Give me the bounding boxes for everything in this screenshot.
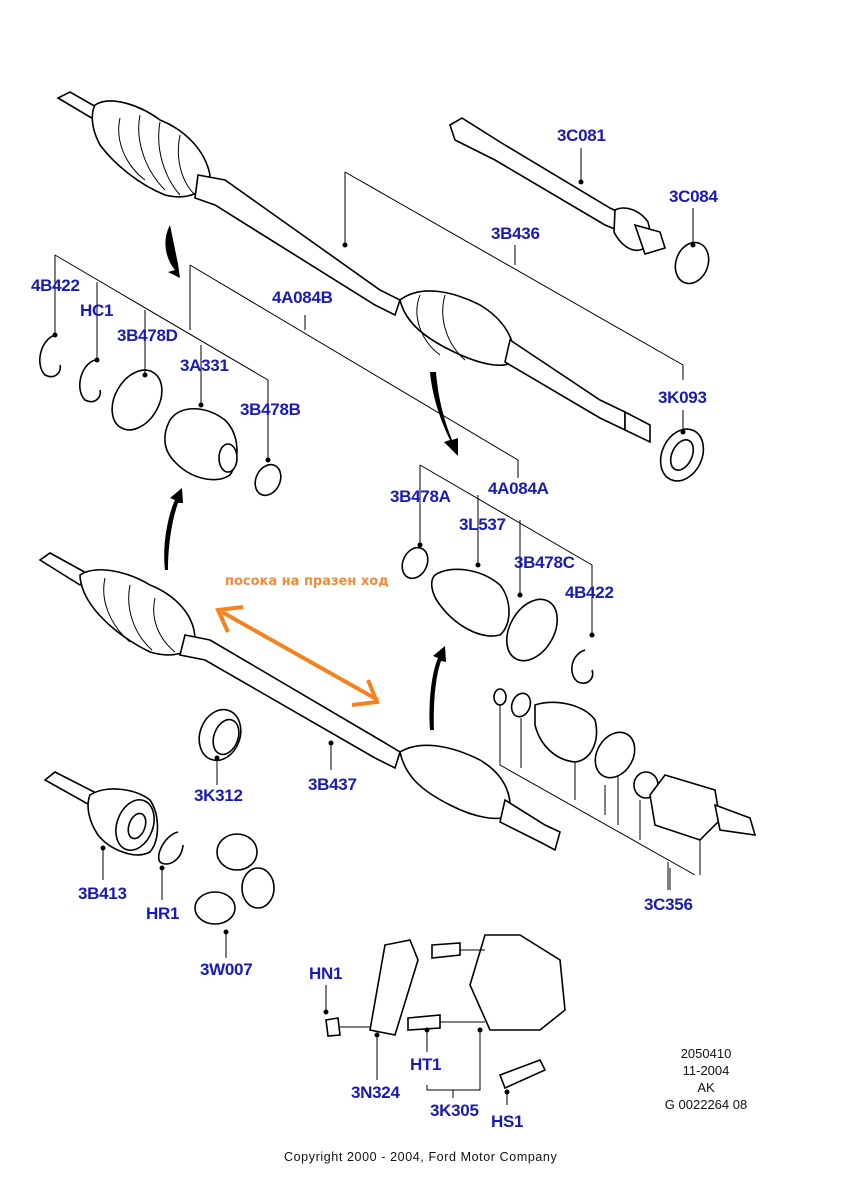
part-label-HN1[interactable]: HN1 (309, 964, 343, 983)
part-label-3B413[interactable]: 3B413 (78, 884, 127, 903)
part-label-3C356[interactable]: 3C356 (644, 895, 693, 914)
left-boot-kit-parts (39, 334, 282, 497)
part-label-3B478A[interactable]: 3B478A (390, 487, 451, 506)
copyright-notice: Copyright 2000 - 2004, Ford Motor Compan… (284, 1150, 558, 1164)
arrow-down-icon (165, 225, 180, 278)
seal-3K093 (659, 428, 705, 482)
cv-joint-3B413 (43, 771, 159, 856)
part-label-4A084A[interactable]: 4A084A (488, 479, 549, 498)
part-label-4B422[interactable]: 4B422 (31, 276, 80, 295)
intermediate-shaft-3C081 (449, 117, 667, 255)
right-boot-kit-parts (401, 546, 594, 684)
circlip-3C084 (674, 241, 710, 285)
drawing-reference: G 0022264 08 (664, 1097, 748, 1112)
part-label-HT1[interactable]: HT1 (410, 1055, 442, 1074)
part-label-3C081[interactable]: 3C081 (557, 126, 606, 145)
part-label-3B478B[interactable]: 3B478B (240, 400, 301, 419)
arrow-up-icon (429, 646, 446, 730)
part-label-3W007[interactable]: 3W007 (200, 960, 253, 979)
part-label-3K312[interactable]: 3K312 (194, 786, 243, 805)
part-label-HS1[interactable]: HS1 (491, 1112, 524, 1131)
part-label-3C084[interactable]: 3C084 (669, 187, 718, 206)
part-label-HC1[interactable]: HC1 (80, 301, 114, 320)
bearing-bracket-3K305 (325, 934, 566, 1090)
drawing-code: AK (697, 1080, 715, 1095)
arrow-up-icon (164, 488, 183, 570)
part-label-3L537[interactable]: 3L537 (459, 515, 506, 534)
tripod-3W007 (194, 833, 275, 925)
part-label-3B437[interactable]: 3B437 (308, 775, 357, 794)
part-label-3K305[interactable]: 3K305 (430, 1101, 479, 1120)
direction-annotation: посока на празен ход (225, 574, 389, 589)
part-label-HR1[interactable]: HR1 (146, 904, 180, 923)
part-label-3N324[interactable]: 3N324 (351, 1083, 400, 1102)
drawing-number: 2050410 (680, 1046, 732, 1061)
upper-driveshaft-3B436 (56, 91, 651, 444)
part-label-4A084B[interactable]: 4A084B (272, 288, 333, 307)
part-label-3K093[interactable]: 3K093 (658, 388, 707, 407)
part-label-4B422[interactable]: 4B422 (565, 583, 614, 602)
part-label-3B436[interactable]: 3B436 (491, 224, 540, 243)
lower-driveshaft-3B437 (38, 552, 561, 852)
part-label-3A331[interactable]: 3A331 (180, 356, 229, 375)
arrow-down-icon (430, 372, 458, 456)
leader-lines (52, 148, 696, 1105)
part-label-3B478C[interactable]: 3B478C (514, 553, 575, 572)
inner-joint-kit-3C356 (493, 688, 757, 890)
part-label-3B478D[interactable]: 3B478D (117, 326, 178, 345)
drawing-date: 11-2004 (682, 1063, 730, 1078)
direction-double-arrow (215, 605, 380, 707)
bearing-3K312 (198, 708, 242, 762)
drawing-info: 2050410 11-2004 AK G 0022264 08 (636, 1045, 776, 1113)
circlip-HR1 (158, 831, 184, 865)
